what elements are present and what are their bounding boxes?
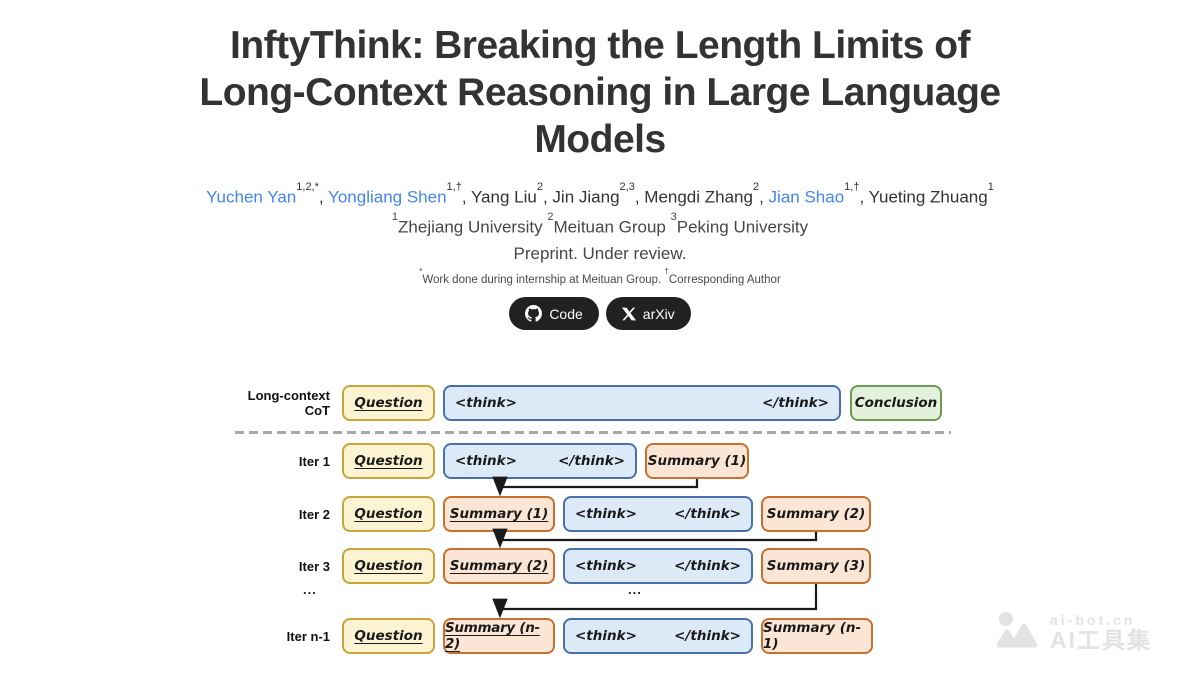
affiliation-list: 1Zhejiang University 2Meituan Group 3Pek… [391,211,809,237]
title-line: Models [534,118,666,161]
question-box: Question [342,443,435,479]
row-label-iter-3: Iter 3 [298,558,330,574]
summary-context-box: Summary (n-2) [443,618,555,654]
question-box: Question [342,548,435,584]
author-link[interactable]: Yongliang Shen [328,187,447,207]
summary-context-box: Summary (2) [443,548,555,584]
question-box: Question [342,496,435,532]
row-label-iter-2: Iter 2 [298,506,330,522]
ellipsis: ... [303,582,317,597]
x-icon [621,307,636,321]
preprint-status: Preprint. Under review. [513,244,687,263]
watermark-text: ai-bot.cn AI工具集 [1050,612,1152,653]
summary-context-box: Summary (1) [443,496,555,532]
method-diagram: Long-context CoT Question <think> </thin… [235,376,955,660]
row-label-long-context-cot: Long-context CoT [247,388,330,418]
code-button[interactable]: Code [509,297,599,330]
ellipsis: ... [628,582,642,597]
summary-output-box: Summary (1) [645,443,749,479]
summary-output-box: Summary (n-1) [761,618,873,654]
summary-output-box: Summary (2) [761,496,871,532]
think-box: <think> </think> [563,618,753,654]
summary-output-box: Summary (3) [761,548,871,584]
author-link: Mengdi Zhang [644,187,753,207]
think-box: <think> </think> [563,548,753,584]
author-link[interactable]: Jian Shao [768,187,845,207]
think-box: <think> </think> [443,443,637,479]
title-line: Long-Context Reasoning in Large Language [199,71,1001,114]
dashed-divider [235,431,951,434]
watermark: ai-bot.cn AI工具集 [994,610,1152,655]
author-link[interactable]: Yuchen Yan [206,187,297,207]
question-box: Question [342,618,435,654]
arxiv-button[interactable]: arXiv [605,297,691,330]
think-box: <think> </think> [563,496,753,532]
title-line: InftyThink: Breaking the Length Limits o… [230,24,971,67]
row-label-iter-n-1: Iter n-1 [286,628,330,644]
conclusion-box: Conclusion [850,385,942,421]
question-box: Question [342,385,435,421]
arxiv-button-label: arXiv [642,305,675,322]
think-box: <think> </think> [443,385,841,421]
github-icon [525,305,543,322]
author-link: Jin Jiang [552,187,620,207]
watermark-logo-icon [994,610,1040,655]
page-title: InftyThink: Breaking the Length Limits o… [0,22,1200,163]
code-button-label: Code [549,305,583,322]
author-list: Yuchen Yan1,2,*, Yongliang Shen1,†, Yang… [206,181,994,207]
author-link: Yang Liu [470,187,537,207]
author-link: Yueting Zhuang [868,187,988,207]
footnote: *Work done during internship at Meituan … [419,267,781,286]
row-label-iter-1: Iter 1 [298,453,330,469]
link-buttons: Code arXiv [0,297,1200,330]
